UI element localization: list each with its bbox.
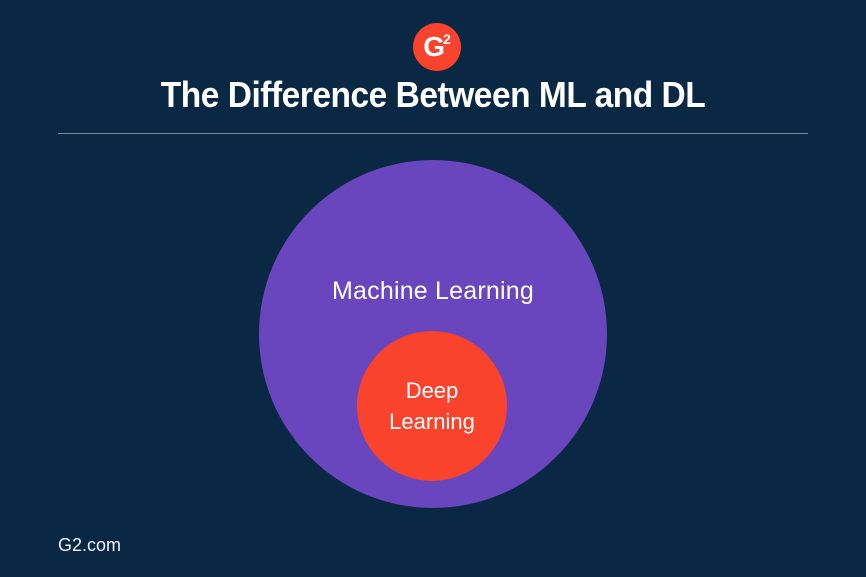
g2-logo-superscript: 2: [442, 31, 451, 47]
g2-logo-letter: G: [423, 31, 445, 62]
page-title: The Difference Between ML and DL: [160, 74, 706, 115]
deep-learning-label: Deep Learning: [389, 375, 475, 437]
deep-learning-label-line2: Learning: [389, 409, 475, 434]
footer-site-label: G2.com: [58, 535, 122, 555]
deep-learning-label-line1: Deep: [405, 378, 459, 403]
title-divider: [58, 133, 808, 134]
deep-learning-circle: Deep Learning: [357, 331, 507, 481]
machine-learning-label: Machine Learning: [332, 277, 534, 305]
machine-learning-circle: Machine Learning Deep Learning: [259, 160, 607, 508]
